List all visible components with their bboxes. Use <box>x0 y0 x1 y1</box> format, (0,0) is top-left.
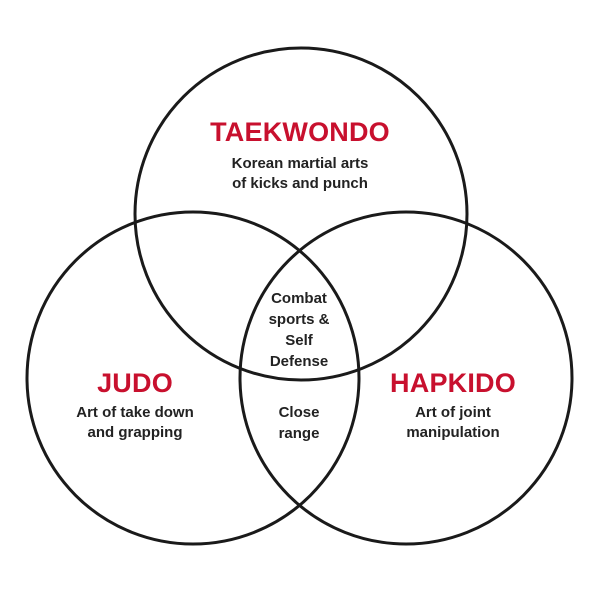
hapkido-description: Art of joint manipulation <box>406 404 500 441</box>
center-intersection-label: Combat sports & Self Defense <box>268 290 330 370</box>
judo-circle <box>25 210 361 546</box>
taekwondo-description: Korean martial arts of kicks and punch <box>231 155 369 192</box>
taekwondo-circle <box>133 46 469 382</box>
judo-description: Art of take down and grapping <box>76 404 194 441</box>
lower-intersection-label: Close range <box>278 404 320 442</box>
judo-title: JUDO <box>97 368 173 398</box>
taekwondo-title: TAEKWONDO <box>210 117 390 147</box>
hapkido-circle <box>238 210 574 546</box>
hapkido-title: HAPKIDO <box>390 368 516 398</box>
